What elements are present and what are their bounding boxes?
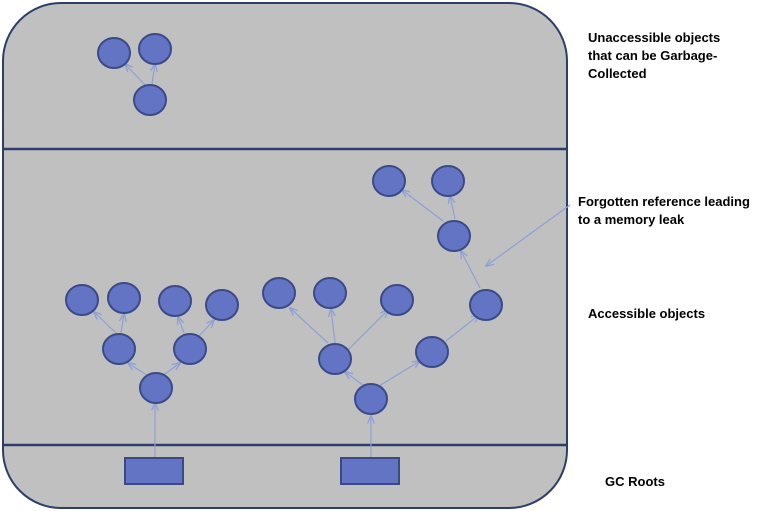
edge: [178, 317, 185, 334]
unaccessible-objects-label: Unaccessible objects that can be Garbage…: [588, 30, 721, 81]
edge: [161, 363, 180, 377]
gc-root: [124, 457, 184, 485]
edge: [331, 309, 335, 344]
edge: [121, 314, 124, 334]
object-node: [139, 372, 173, 404]
object-node: [313, 277, 347, 309]
edge: [402, 190, 444, 222]
edge: [198, 320, 214, 337]
gc-root-nodes: [124, 457, 400, 485]
forgotten-reference-arrow: [486, 204, 571, 266]
heap-container: [2, 2, 568, 509]
object-node: [65, 284, 99, 316]
edge: [450, 196, 456, 220]
reference-edges: [94, 64, 571, 457]
forgotten-reference-label: Forgotten reference leading to a memory …: [578, 194, 750, 227]
object-node: [354, 383, 388, 415]
edge: [94, 312, 117, 334]
object-node: [205, 289, 239, 321]
object-node: [102, 333, 136, 365]
gc-root: [340, 457, 400, 485]
object-node: [158, 285, 192, 317]
edge: [345, 372, 364, 386]
accessible-objects-label: Accessible objects: [588, 306, 706, 321]
object-node: [107, 282, 141, 314]
edge: [461, 251, 481, 289]
gc-roots-label: GC Roots: [605, 474, 665, 489]
edge: [125, 64, 146, 86]
edge: [152, 64, 155, 85]
object-node: [469, 289, 503, 321]
edge: [347, 310, 388, 351]
object-node: [318, 343, 352, 375]
edge: [128, 363, 149, 377]
object-node: [173, 333, 207, 365]
object-nodes: [65, 33, 503, 415]
leaked-object-node: [431, 165, 465, 197]
leaked-object-node: [372, 165, 406, 197]
object-node: [415, 336, 449, 368]
object-node: [133, 84, 167, 116]
edge: [445, 315, 479, 342]
object-node: [262, 277, 296, 309]
object-node: [97, 37, 131, 69]
object-node: [138, 33, 172, 65]
object-node: [380, 284, 414, 316]
edge: [378, 361, 420, 387]
leaked-object-node: [437, 220, 471, 252]
edge: [290, 308, 329, 344]
